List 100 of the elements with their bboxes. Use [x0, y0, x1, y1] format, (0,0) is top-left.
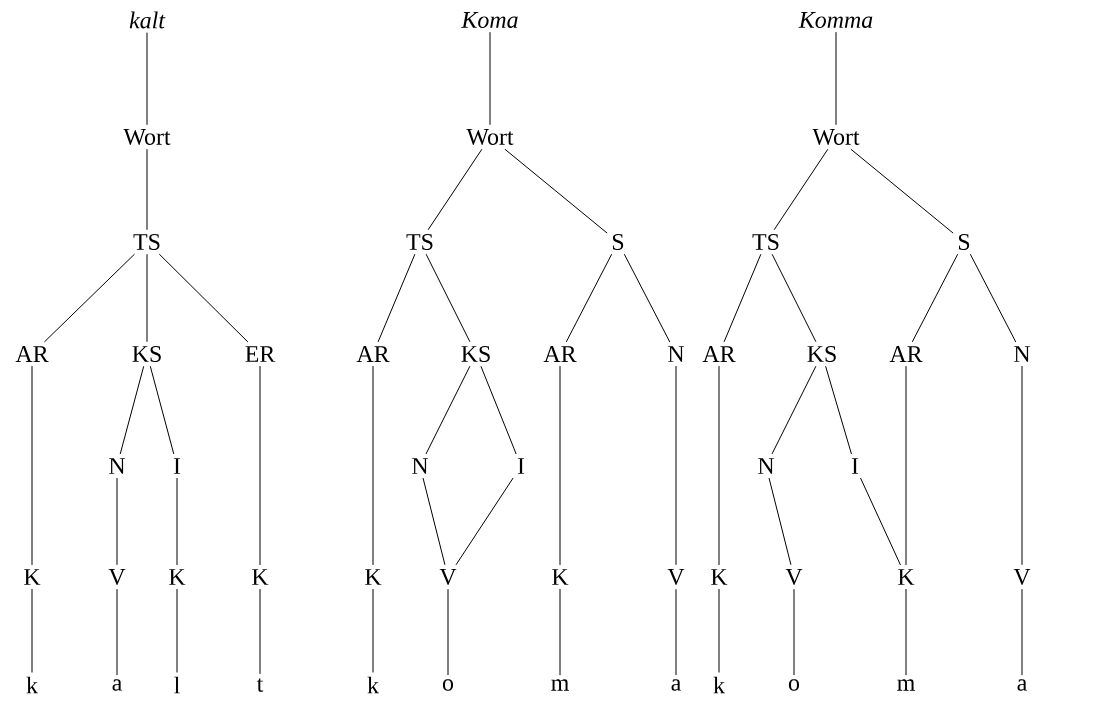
tree-label: TS — [752, 233, 779, 251]
tree-branch — [489, 31, 491, 126]
tree-branch — [259, 365, 261, 566]
tree-label: o — [442, 679, 454, 691]
tree-branch — [372, 588, 374, 673]
tree-label: AR — [15, 346, 49, 362]
tree-label: KS — [807, 345, 836, 363]
tree-branch — [911, 253, 959, 343]
tree-branch — [43, 253, 135, 343]
tree-label: AR — [702, 346, 736, 362]
tree-branch — [146, 253, 148, 343]
tree-label: AR — [356, 346, 390, 362]
tree-branch — [146, 148, 148, 231]
tree-label: I — [851, 458, 859, 474]
tree-label: V — [785, 569, 803, 585]
tree-label: KS — [461, 345, 490, 363]
tree-label: S — [612, 233, 624, 251]
tree-branch — [31, 365, 33, 566]
tree-label: N — [109, 458, 126, 474]
tree-branch — [119, 365, 145, 455]
tree-branch — [559, 365, 561, 566]
tree-branch — [455, 477, 514, 566]
tree-label: ER — [245, 346, 276, 362]
tree-branch — [372, 365, 374, 566]
tree-label: t — [256, 678, 264, 692]
tree-branch — [176, 477, 178, 566]
tree-branch — [565, 253, 613, 343]
tree-branch — [905, 588, 907, 676]
tree-branch — [504, 148, 608, 234]
tree-label: k — [367, 676, 379, 694]
tree-branch — [116, 588, 118, 676]
tree-label: V — [1013, 569, 1031, 585]
tree-label: K — [898, 569, 915, 585]
tree-branch — [149, 365, 175, 455]
tree-label: m — [897, 679, 915, 691]
tree-label: o — [788, 679, 800, 691]
tree-label: AR — [889, 346, 923, 362]
tree-branch — [771, 365, 817, 455]
tree-branch — [176, 588, 178, 673]
tree-label: Wort — [466, 129, 514, 145]
tree-label: k — [26, 676, 38, 694]
tree-label: K — [252, 569, 269, 585]
tree-branch — [860, 477, 901, 566]
tree-label: S — [958, 233, 970, 251]
tree-label: N — [668, 346, 685, 362]
tree-label: V — [667, 569, 685, 585]
tree-branch — [835, 31, 837, 126]
tree-branch — [675, 365, 677, 566]
tree-label: N — [412, 458, 429, 474]
tree-branch — [969, 253, 1017, 343]
tree-branch — [31, 588, 33, 673]
tree-label: a — [1017, 679, 1027, 691]
tree-label: I — [517, 458, 525, 474]
tree-branch — [905, 365, 907, 566]
tree-branch — [623, 253, 671, 343]
tree-branch — [793, 588, 795, 676]
tree-branch — [771, 253, 817, 343]
tree-branch — [146, 32, 148, 126]
tree-label: V — [108, 569, 126, 585]
tree-label: TS — [133, 233, 160, 251]
tree-branch — [1021, 365, 1023, 566]
tree-branch — [675, 588, 677, 676]
tree-branch — [723, 253, 762, 343]
tree-label: l — [174, 676, 180, 694]
tree-label: K — [24, 569, 41, 585]
tree-branch — [718, 365, 720, 566]
title-word: kalt — [129, 11, 166, 29]
tree-branch — [425, 365, 471, 455]
tree-label: K — [169, 569, 186, 585]
tree-branch — [377, 253, 416, 343]
tree-label: N — [1014, 346, 1031, 362]
tree-label: TS — [406, 233, 433, 251]
tree-branch — [773, 148, 829, 231]
tree-branch — [559, 588, 561, 676]
title-word: Komma — [798, 12, 873, 28]
title-word: Koma — [461, 12, 518, 28]
tree-label: Wort — [812, 129, 860, 145]
tree-label: m — [551, 679, 569, 691]
tree-branch — [116, 477, 118, 566]
tree-branch — [850, 148, 954, 234]
tree-label: V — [439, 569, 457, 585]
tree-branch — [158, 253, 249, 343]
tree-branch — [422, 477, 446, 566]
tree-label: K — [365, 569, 382, 585]
tree-label: KS — [132, 345, 161, 363]
tree-label: a — [671, 679, 681, 691]
tree-label: Wort — [123, 129, 171, 145]
tree-branch — [447, 588, 449, 676]
tree-branch — [825, 365, 852, 455]
tree-branch — [718, 588, 720, 673]
tree-branch — [1021, 588, 1023, 676]
tree-branch — [427, 148, 483, 231]
tree-label: K — [711, 569, 728, 585]
tree-branch — [259, 588, 261, 675]
tree-label: k — [713, 676, 725, 694]
tree-label: AR — [543, 346, 577, 362]
tree-branch — [480, 365, 517, 455]
tree-label: I — [173, 458, 181, 474]
tree-branch — [768, 477, 792, 566]
tree-branch — [425, 253, 471, 343]
